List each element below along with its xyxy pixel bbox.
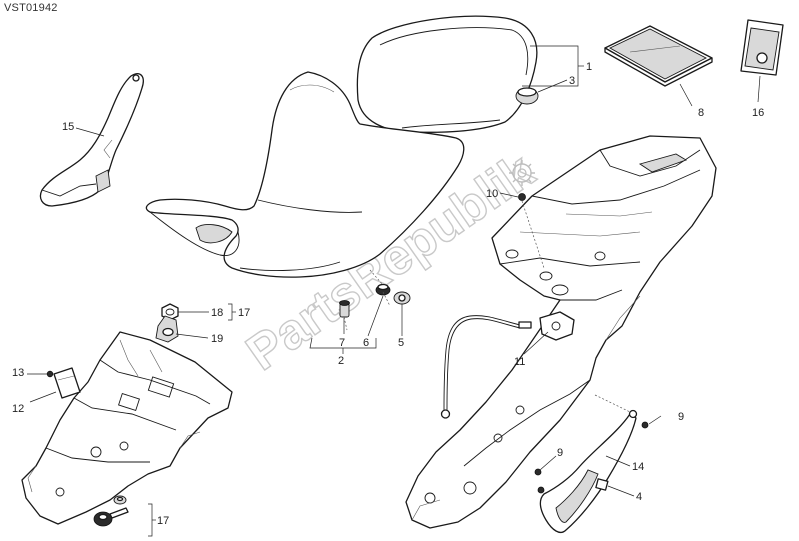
callout-2: 2	[338, 355, 344, 367]
clip-4-part[interactable]	[537, 478, 609, 494]
manual-booklet-part[interactable]	[604, 25, 713, 87]
callout-6: 6	[363, 337, 369, 349]
callout-10: 10	[486, 188, 498, 200]
callout-16: 16	[752, 107, 764, 119]
latch-plate-part[interactable]	[53, 367, 81, 399]
side-bracket-part[interactable]	[39, 73, 144, 207]
grommet-part[interactable]	[375, 283, 391, 296]
screw-10-part[interactable]	[518, 193, 526, 201]
gear-icon	[509, 160, 535, 186]
screw-9-upper-part[interactable]	[641, 421, 649, 429]
callout-17-lower: 17	[157, 515, 169, 527]
callout-17-upper: 17	[238, 307, 250, 319]
callout-11: 11	[514, 356, 525, 368]
leader-lines	[27, 45, 761, 537]
key-lock-part[interactable]	[93, 507, 129, 527]
callout-3: 3	[569, 75, 575, 87]
diagram-code: VST01942	[4, 2, 58, 14]
callout-1: 1	[586, 61, 592, 73]
lock-cable-part[interactable]	[440, 311, 575, 419]
callout-15: 15	[62, 121, 74, 133]
seat-rider-part[interactable]	[145, 71, 465, 278]
document-bag-part[interactable]	[740, 19, 784, 76]
pin-part[interactable]	[393, 291, 411, 305]
side-cover-part[interactable]	[539, 409, 638, 534]
callout-8: 8	[698, 107, 704, 119]
callout-7: 7	[339, 337, 345, 349]
spacer-part[interactable]	[339, 300, 350, 318]
rubber-buffer-part[interactable]	[515, 87, 539, 105]
callout-4: 4	[636, 491, 642, 503]
screw-9-lower-part[interactable]	[534, 468, 542, 476]
screw-13-part[interactable]	[46, 370, 54, 378]
callout-5: 5	[398, 337, 404, 349]
callout-18: 18	[211, 307, 223, 319]
washer-part[interactable]	[113, 495, 127, 505]
callout-9-lower: 9	[557, 447, 563, 459]
callout-14: 14	[632, 461, 644, 473]
callout-12: 12	[12, 403, 24, 415]
undertray-part[interactable]	[21, 331, 233, 525]
clip-part[interactable]	[155, 315, 179, 343]
callout-19: 19	[211, 333, 223, 345]
callout-9-upper: 9	[678, 411, 684, 423]
callout-13: 13	[12, 367, 24, 379]
seat-upper-part[interactable]	[356, 15, 538, 133]
